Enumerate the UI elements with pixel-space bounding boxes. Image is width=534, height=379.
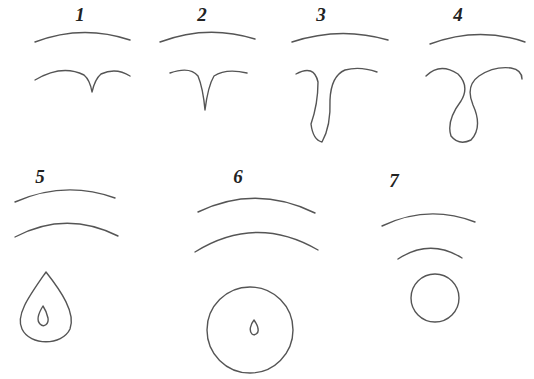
stage-number: 5 [35, 167, 45, 186]
surface-arc [35, 32, 130, 42]
surface-arc [15, 223, 118, 237]
surface-arc [198, 198, 315, 213]
surface-arc [430, 34, 525, 44]
surface-arc [195, 232, 318, 252]
stage-number: 7 [389, 171, 399, 190]
outer-body [207, 287, 293, 373]
stage-number: 3 [316, 5, 326, 24]
surface-arc [292, 33, 388, 42]
outer-body [20, 272, 71, 342]
stage-number: 1 [75, 5, 85, 24]
invagination [426, 68, 522, 143]
surface-arc [398, 248, 462, 259]
surface-arc [382, 214, 475, 226]
invagination [296, 68, 377, 142]
invagination [35, 71, 130, 92]
inner-body [250, 320, 258, 335]
stage-number: 4 [453, 5, 463, 24]
stage-number: 6 [233, 167, 243, 186]
stage-number: 2 [197, 5, 207, 24]
surface-arc [15, 190, 115, 202]
surface-arc [160, 32, 255, 42]
invagination [170, 70, 247, 110]
outer-body [411, 274, 459, 322]
inner-body [38, 306, 48, 326]
